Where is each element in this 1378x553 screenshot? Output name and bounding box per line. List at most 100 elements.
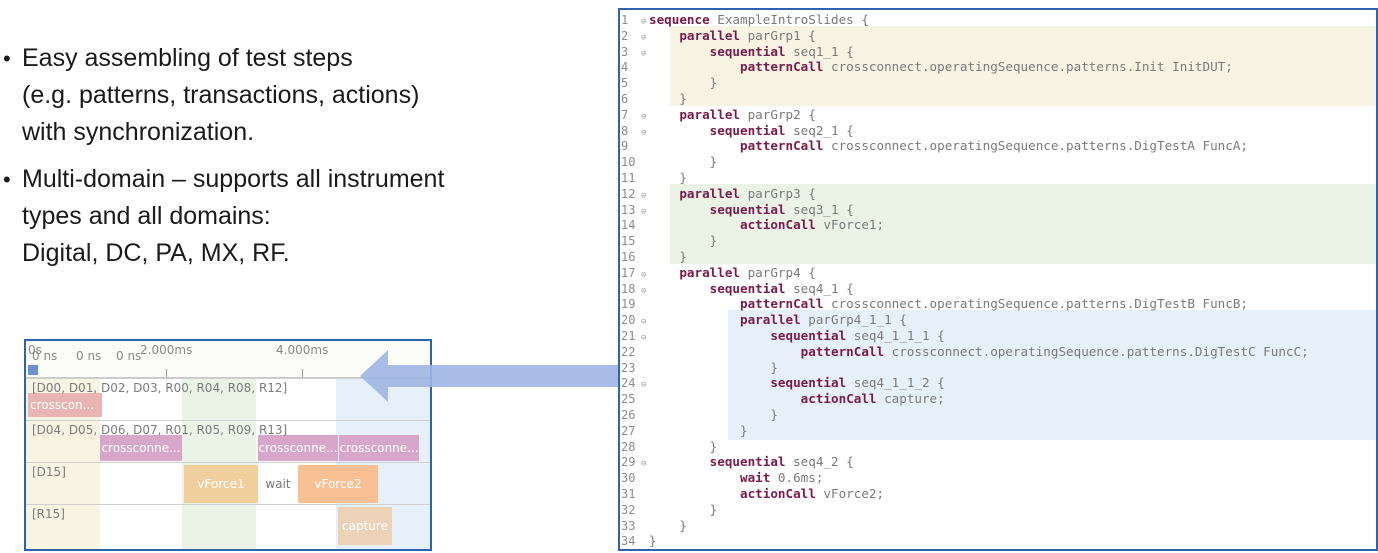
code-line[interactable]: 5 } [620, 75, 717, 91]
code-line[interactable]: 25 actionCall capture; [620, 391, 945, 407]
code-line[interactable]: 13⊖ sequential seq3_1 { [620, 202, 854, 218]
fold-toggle-icon[interactable]: ⊖ [641, 380, 647, 391]
pattern-block[interactable]: crossconne... [258, 435, 338, 461]
code-line[interactable]: 32 } [620, 502, 717, 518]
code-text: } [709, 154, 718, 170]
code-line[interactable]: 28 } [620, 439, 717, 455]
code-line[interactable]: 6 } [620, 91, 687, 107]
timeline-row: capture [R15] [26, 504, 430, 549]
code-keyword: actionCall [740, 486, 816, 501]
code-keyword: sequential [770, 328, 847, 343]
code-text: parGrp4 { [740, 264, 816, 280]
fold-toggle-icon[interactable]: ⊖ [641, 111, 647, 122]
code-line[interactable]: 7⊖ parallel parGrp2 { [620, 107, 816, 123]
fold-toggle-icon[interactable]: ⊖ [641, 459, 647, 470]
code-keyword: patternCall [740, 296, 824, 312]
fold-toggle-icon[interactable]: ⊖ [641, 333, 647, 343]
code-line[interactable]: 10 } [620, 154, 717, 170]
code-line[interactable]: 14 actionCall vForce1; [620, 217, 884, 233]
code-line[interactable]: 15 } [620, 233, 717, 249]
fold-toggle-icon[interactable]: ⊖ [641, 127, 647, 138]
code-text: parGrp2 { [740, 106, 816, 122]
wait-block[interactable]: wait [258, 465, 298, 503]
code-text: } [679, 517, 687, 533]
code-line[interactable]: 17⊖ parallel parGrp4 { [620, 265, 816, 281]
code-text: vForce2; [815, 486, 885, 501]
code-line[interactable]: 34} [620, 533, 657, 549]
action-block[interactable]: vForce2 [298, 465, 378, 503]
code-line[interactable]: 8⊖ sequential seq2_1 { [620, 123, 854, 139]
pattern-block[interactable]: crosscon... [28, 393, 102, 417]
code-line[interactable]: 19 patternCall crossconnect.operatingSeq… [620, 296, 1248, 312]
indent [649, 123, 710, 138]
code-line[interactable]: 20⊖ parallel parGrp4_1_1 { [620, 312, 907, 328]
indent [649, 486, 740, 501]
code-keyword: sequential [709, 201, 786, 217]
code-keyword: sequential [709, 454, 786, 470]
fold-toggle-icon[interactable]: ⊖ [641, 317, 647, 328]
fold-toggle-icon[interactable]: ⊖ [641, 269, 647, 280]
code-line[interactable]: 23 } [620, 360, 778, 376]
action-block[interactable]: vForce1 [184, 465, 258, 503]
code-line[interactable]: 1⊖sequence ExampleIntroSlides { [620, 12, 869, 28]
code-line[interactable]: 33 } [620, 518, 687, 534]
fold-toggle-icon[interactable]: ⊖ [641, 206, 647, 217]
line-number: 12 [621, 186, 636, 201]
code-line[interactable]: 18⊖ sequential seq4_1 { [620, 281, 854, 297]
code-line[interactable]: 22 patternCall crossconnect.operatingSeq… [620, 344, 1309, 360]
code-text: parGrp3 { [740, 185, 816, 201]
code-text: capture; [876, 391, 945, 407]
code-keyword: parallel [679, 185, 741, 201]
indent [649, 391, 801, 406]
time-label: 4.000ms [276, 343, 329, 357]
code-line[interactable]: 16 } [620, 249, 687, 265]
time-cursor-marker[interactable] [28, 365, 38, 375]
line-number: 8 [621, 123, 629, 138]
indent [649, 375, 770, 390]
code-line[interactable]: 30 wait 0.6ms; [620, 470, 823, 486]
fold-toggle-icon[interactable]: ⊖ [641, 285, 647, 296]
code-line[interactable]: 12 ⊖ parallel parGrp3 { [620, 186, 816, 202]
code-line[interactable]: 24⊖ sequential seq4_1_1_2 { [620, 375, 945, 391]
line-number: 18 [621, 281, 636, 296]
time-tick [166, 369, 167, 377]
code-keyword: sequential [770, 375, 847, 391]
code-text: crossconnect.operatingSequence.patterns.… [884, 343, 1309, 359]
bullet-line: Digital, DC, PA, MX, RF. [22, 239, 290, 267]
code-line[interactable]: 3⊖ sequential seq1_1 { [620, 44, 854, 60]
indent [649, 265, 679, 280]
line-number: 9 [621, 139, 629, 154]
code-text: 0.6ms; [770, 470, 824, 486]
line-number: 27 [621, 423, 636, 438]
code-line[interactable]: 21⊖ sequential seq4_1_1_1 { [620, 328, 945, 344]
time-tick [302, 369, 303, 377]
line-number: 13 [621, 202, 636, 217]
action-block[interactable]: capture [338, 507, 392, 545]
code-text: } [679, 91, 687, 106]
timeline-row: vForce1 wait vForce2 [D15] [26, 462, 430, 505]
code-line[interactable]: 4 patternCall crossconnect.operatingSequ… [620, 59, 1233, 75]
code-line[interactable]: 2⊖ parallel parGrp1 { [620, 28, 816, 44]
fold-toggle-icon[interactable]: ⊖ [641, 48, 647, 59]
code-line[interactable]: 9 patternCall crossconnect.operatingSequ… [620, 138, 1248, 154]
code-line[interactable]: 29⊖ sequential seq4_2 { [620, 454, 854, 470]
code-editor[interactable]: 1⊖sequence ExampleIntroSlides {2⊖ parall… [618, 8, 1378, 551]
code-line[interactable]: 26 } [620, 407, 778, 423]
fold-toggle-icon[interactable]: ⊖ [641, 32, 647, 43]
fold-toggle-icon[interactable]: ⊖ [641, 17, 647, 27]
pattern-block[interactable]: crossconne... [339, 435, 419, 461]
code-line[interactable]: 11 } [620, 170, 687, 186]
code-line[interactable]: 27 } [620, 423, 748, 439]
row-label: [D15] [32, 465, 66, 479]
code-text: ExampleIntroSlides { [709, 12, 869, 27]
pattern-block[interactable]: crossconne... [100, 435, 182, 461]
indent [649, 233, 710, 248]
fold-toggle-icon[interactable]: ⊖ [641, 190, 647, 201]
code-keyword: parallel [679, 106, 741, 122]
code-line[interactable]: 31 actionCall vForce2; [620, 486, 884, 502]
indent [649, 154, 710, 169]
line-number: 33 [621, 518, 636, 533]
code-text: seq4_1_1_2 { [846, 375, 945, 391]
timeline-row: crossconne... crossconne... crossconne..… [26, 420, 430, 463]
bullet-line: Multi-domain – supports all instrument [22, 165, 445, 193]
